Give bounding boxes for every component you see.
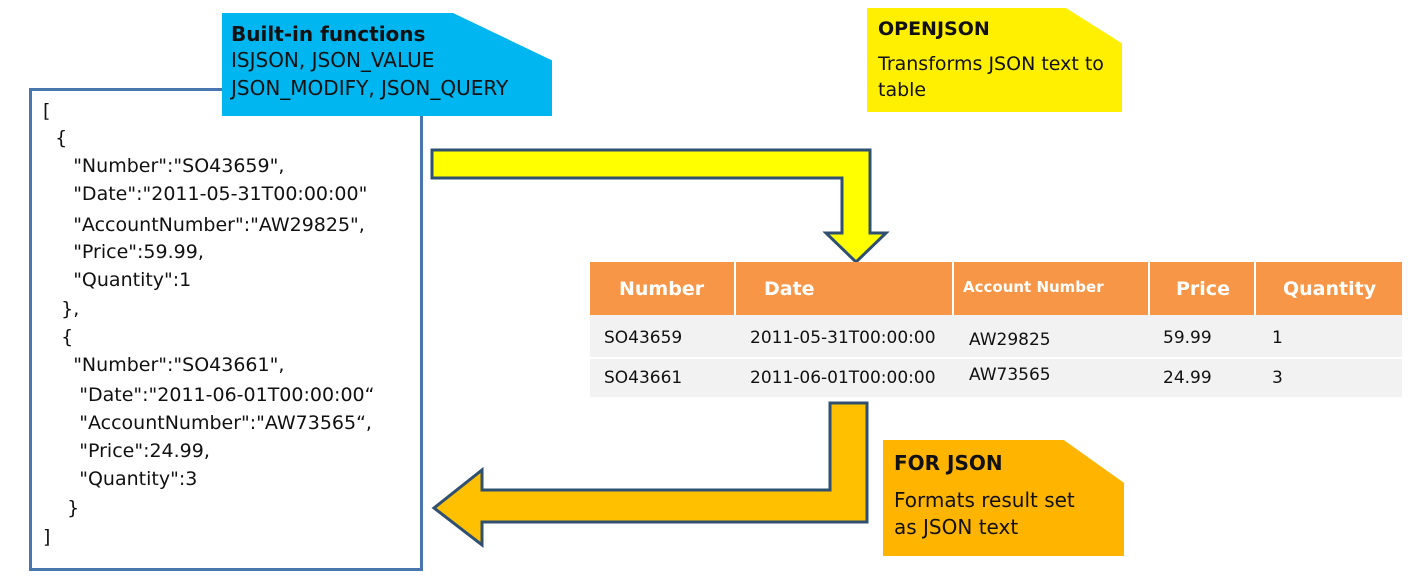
callout-title: Built-in functions xyxy=(231,22,426,46)
cell-price: 59.99 xyxy=(1163,328,1212,348)
cell-account-number: AW73565 xyxy=(969,365,1051,385)
column-header-date: Date xyxy=(764,277,815,300)
table-header: Number Date Account Number Price Quantit… xyxy=(590,262,1402,315)
json-line: ] xyxy=(43,526,51,548)
callout-text: Transforms JSON text to table xyxy=(878,53,1104,101)
cell-account-number: AW29825 xyxy=(969,330,1051,350)
json-line: [ xyxy=(43,100,51,122)
json-line: "Date":"2011-05-31T00:00:00" xyxy=(43,183,368,205)
json-line: "Date":"2011-06-01T00:00:00“ xyxy=(43,384,375,406)
callout-text: ISJSON, JSON_VALUE JSON_MODIFY, JSON_QUE… xyxy=(231,48,509,100)
json-line: }, xyxy=(43,298,80,320)
cell-number: SO43661 xyxy=(604,368,683,388)
openjson-arrow xyxy=(430,148,890,265)
column-header-quantity: Quantity xyxy=(1283,277,1377,300)
json-line: "AccountNumber":"AW29825", xyxy=(43,214,365,236)
cell-date: 2011-05-31T00:00:00 xyxy=(750,328,936,348)
cell-number: SO43659 xyxy=(604,328,683,348)
cell-price: 24.99 xyxy=(1163,368,1212,388)
callout-title: FOR JSON xyxy=(894,451,1003,475)
for-json-callout: FOR JSON Formats result set as JSON text xyxy=(883,440,1124,556)
json-line: "Price":59.99, xyxy=(43,241,204,263)
json-line: "Quantity":3 xyxy=(43,468,198,490)
json-line: "Number":"SO43659", xyxy=(43,155,285,177)
column-divider xyxy=(734,262,736,315)
column-header-account-number: Account Number xyxy=(963,278,1104,296)
callout-text: Formats result set as JSON text xyxy=(894,488,1075,539)
column-divider xyxy=(1148,262,1150,315)
json-line: "AccountNumber":"AW73565“, xyxy=(43,412,372,434)
json-line: { xyxy=(43,326,74,348)
row-separator xyxy=(590,357,1402,359)
cell-quantity: 3 xyxy=(1272,368,1283,388)
json-line: } xyxy=(43,497,80,519)
json-line: "Quantity":1 xyxy=(43,269,192,291)
callout-title: OPENJSON xyxy=(878,18,990,40)
cell-quantity: 1 xyxy=(1272,328,1283,348)
json-line: "Number":"SO43661", xyxy=(43,354,285,376)
json-text-box xyxy=(29,88,423,571)
column-header-number: Number xyxy=(619,277,705,300)
column-divider xyxy=(952,262,954,315)
openjson-callout: OPENJSON Transforms JSON text to table xyxy=(867,8,1122,112)
forjson-arrow xyxy=(431,401,869,549)
result-table: Number Date Account Number Price Quantit… xyxy=(590,262,1402,397)
json-line: { xyxy=(43,127,68,149)
column-divider xyxy=(1254,262,1256,315)
column-header-price: Price xyxy=(1176,277,1230,300)
json-line: "Price":24.99, xyxy=(43,440,210,462)
cell-date: 2011-06-01T00:00:00 xyxy=(750,368,936,388)
